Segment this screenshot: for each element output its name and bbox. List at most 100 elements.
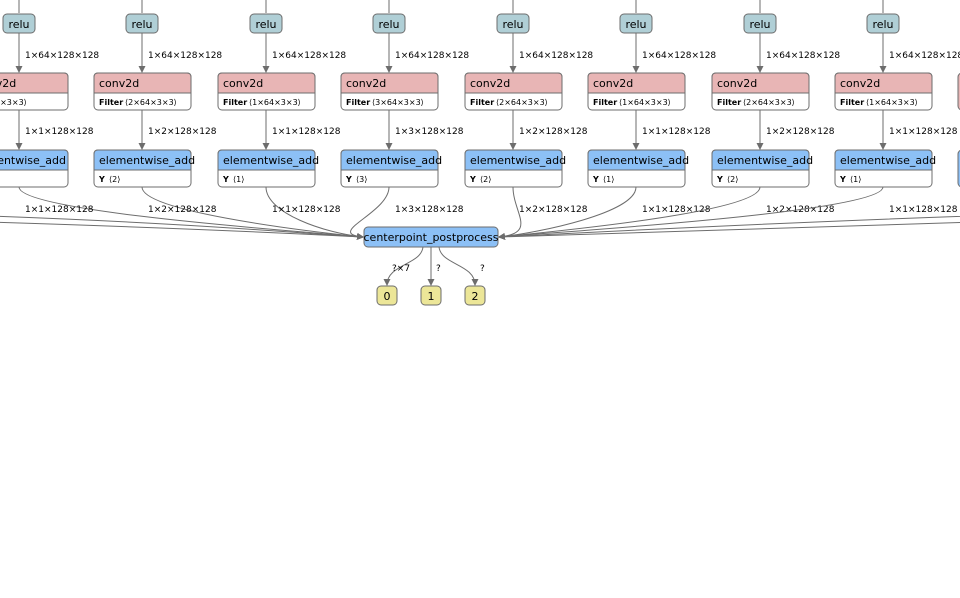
relu-node[interactable]: relu bbox=[2, 13, 36, 34]
relu-node-label: relu bbox=[8, 18, 29, 31]
output-node-label: 1 bbox=[428, 290, 435, 303]
edge-shape-label: 1×1×128×128 bbox=[272, 127, 341, 137]
edge-shape-label: 1×1×128×128 bbox=[642, 127, 711, 137]
elementwise-add-attr-value: ⟨2⟩ bbox=[727, 175, 738, 184]
conv2d-node-header bbox=[217, 72, 316, 94]
edge-shape-label: 1×1×128×128 bbox=[272, 205, 341, 215]
conv2d-node-header bbox=[587, 72, 686, 94]
edge-offscreen-to-postprocess bbox=[0, 215, 364, 238]
output-node-box[interactable] bbox=[464, 285, 486, 306]
centerpoint-postprocess-box[interactable] bbox=[363, 226, 499, 248]
relu-node-box[interactable] bbox=[249, 13, 283, 34]
elementwise-add-node-title: elementwise_add bbox=[346, 154, 442, 167]
relu-node-label: relu bbox=[131, 18, 152, 31]
relu-node-label: relu bbox=[502, 18, 523, 31]
conv2d-node-title: conv2d bbox=[470, 77, 510, 90]
conv2d-node-title: conv2d bbox=[717, 77, 757, 90]
column-0: relu conv2d⟨1×64×3×3⟩ entwise_add bbox=[0, 13, 69, 188]
conv2d-node[interactable]: conv2d⟨1×64×3×3⟩ bbox=[0, 72, 69, 111]
edge-shape-label: 1×3×128×128 bbox=[395, 127, 464, 137]
edge-shape-label: 1×64×128×128 bbox=[25, 51, 99, 61]
conv2d-node-title: conv2d bbox=[840, 77, 880, 90]
relu-node-box[interactable] bbox=[743, 13, 777, 34]
conv2d-attr-key: Filter bbox=[717, 98, 741, 107]
edge-shape-label: 1×1×128×128 bbox=[25, 127, 94, 137]
relu-node[interactable]: relu bbox=[619, 13, 653, 34]
relu-node[interactable]: relu bbox=[249, 13, 283, 34]
edge-add-to-postprocess bbox=[141, 186, 364, 240]
relu-node[interactable]: relu bbox=[372, 13, 406, 34]
output-node-label: 2 bbox=[472, 290, 479, 303]
elementwise-add-node-header bbox=[340, 149, 439, 171]
output-node-label: 0 bbox=[384, 290, 391, 303]
relu-node-label: relu bbox=[255, 18, 276, 31]
edge-offscreen-to-postprocess bbox=[498, 215, 960, 238]
elementwise-add-attr-key: Y bbox=[839, 175, 846, 184]
conv2d-attr-key: Filter bbox=[346, 98, 370, 107]
relu-node-label: relu bbox=[749, 18, 770, 31]
relu-node[interactable]: relu bbox=[496, 13, 530, 34]
elementwise-add-node-header bbox=[587, 149, 686, 171]
relu-node[interactable]: relu bbox=[743, 13, 777, 34]
conv2d-node-header bbox=[93, 72, 192, 94]
edge-shape-label: 1×1×128×128 bbox=[889, 205, 958, 215]
edge-shape-label: 1×2×128×128 bbox=[519, 127, 588, 137]
centerpoint-postprocess-node[interactable]: centerpoint_postprocess bbox=[363, 226, 499, 248]
edge-shape-label: 1×64×128×128 bbox=[519, 51, 593, 61]
output-node-0[interactable]: 0 bbox=[376, 285, 398, 306]
elementwise-add-node-title: elementwise_add bbox=[717, 154, 813, 167]
elementwise-add-attr-value: ⟨1⟩ bbox=[233, 175, 244, 184]
edge-shape-label: 1×64×128×128 bbox=[395, 51, 469, 61]
output-node-box[interactable] bbox=[376, 285, 398, 306]
edge-shape-label: 1×64×128×128 bbox=[148, 51, 222, 61]
relu-node-box[interactable] bbox=[496, 13, 530, 34]
elementwise-add-node-title: elementwise_add bbox=[470, 154, 566, 167]
relu-node-box[interactable] bbox=[372, 13, 406, 34]
elementwise-add-node-title: entwise_add bbox=[0, 154, 66, 167]
relu-node[interactable]: relu bbox=[125, 13, 159, 34]
edge-shape-label: 1×1×128×128 bbox=[889, 127, 958, 137]
elementwise-add-attr-key: Y bbox=[592, 175, 599, 184]
elementwise-add-node-header bbox=[464, 149, 563, 171]
nodes-layer: reluconv2d⟨1×64×3×3⟩entwise_addreluconv2… bbox=[0, 13, 960, 306]
conv2d-node-header bbox=[711, 72, 810, 94]
relu-node-box[interactable] bbox=[125, 13, 159, 34]
output-node-2[interactable]: 2 bbox=[464, 285, 486, 306]
elementwise-add-node-title: elementwise_add bbox=[223, 154, 319, 167]
edge-shape-label: 1×1×128×128 bbox=[642, 205, 711, 215]
edge-offscreen-to-postprocess bbox=[498, 221, 960, 238]
elementwise-add-attr-value: ⟨1⟩ bbox=[850, 175, 861, 184]
relu-node-box[interactable] bbox=[619, 13, 653, 34]
conv2d-attr-key: Filter bbox=[470, 98, 494, 107]
relu-node[interactable]: relu bbox=[866, 13, 900, 34]
conv2d-attr-value: ⟨1×64×3×3⟩ bbox=[619, 98, 671, 107]
conv2d-attr-key: Filter bbox=[99, 98, 123, 107]
edge-add-to-postprocess bbox=[265, 186, 364, 240]
elementwise-add-attr-key: Y bbox=[222, 175, 229, 184]
relu-node-box[interactable] bbox=[866, 13, 900, 34]
output-node-1[interactable]: 1 bbox=[420, 285, 442, 306]
edge-shape-label: 1×64×128×128 bbox=[642, 51, 716, 61]
output-node-box[interactable] bbox=[420, 285, 442, 306]
elementwise-add-node[interactable]: entwise_add bbox=[0, 149, 69, 188]
conv2d-node-header bbox=[464, 72, 563, 94]
elementwise-add-node-title: elementwise_add bbox=[840, 154, 936, 167]
relu-node-box[interactable] bbox=[2, 13, 36, 34]
